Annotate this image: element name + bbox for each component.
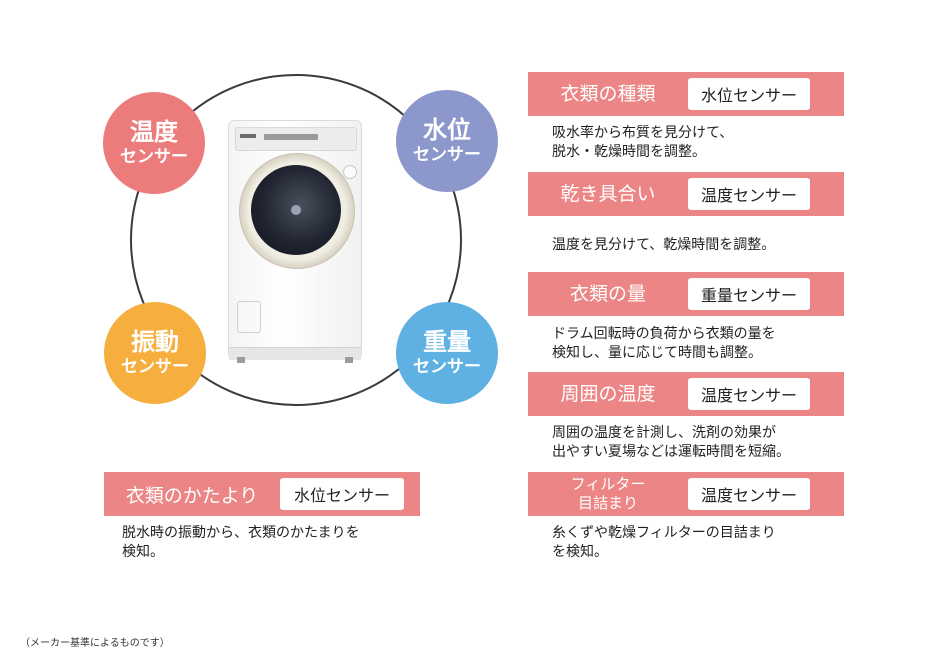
feature-title: 衣類の種類 <box>560 83 656 105</box>
sensor-chip: 温度センサー <box>688 478 810 510</box>
washer-foot <box>237 357 245 363</box>
water-sensor-bubble: 水位 センサー <box>396 90 498 192</box>
sensor-ring <box>130 74 462 406</box>
control-panel <box>235 127 357 151</box>
feature-title: 乾き具合い <box>560 183 656 205</box>
bubble-sublabel: センサー <box>121 357 189 377</box>
description-line: 周囲の温度を計測し、洗剤の効果が <box>552 425 776 441</box>
dial-knob <box>343 165 357 179</box>
washing-machine-image <box>228 120 362 363</box>
feature-bar-dryness: 乾き具合い 温度センサー <box>528 172 844 216</box>
bubble-label: 振動 <box>131 328 179 356</box>
description-line: 脱水時の振動から、衣類のかたまりを <box>122 525 360 541</box>
temperature-sensor-bubble: 温度 センサー <box>103 92 205 194</box>
bubble-sublabel: センサー <box>413 145 481 165</box>
display-panel <box>264 134 318 140</box>
sensor-chip: 水位センサー <box>688 78 810 110</box>
description-line: 検知し、量に応じて時間も調整。 <box>552 345 762 361</box>
feature-bar-imbalance: 衣類のかたより 水位センサー <box>104 472 420 516</box>
description-line: ドラム回転時の負荷から衣類の量を <box>552 326 776 342</box>
feature-title-line: フィルター <box>570 475 646 493</box>
feature-description: 温度を見分けて、乾燥時間を調整。 <box>552 236 852 255</box>
bubble-label: 水位 <box>423 116 471 144</box>
feature-bar-ambient-temp: 周囲の温度 温度センサー <box>528 372 844 416</box>
feature-bar-fabric-type: 衣類の種類 水位センサー <box>528 72 844 116</box>
feature-description: 糸くずや乾燥フィルターの目詰まり を検知。 <box>552 524 852 562</box>
feature-description: ドラム回転時の負荷から衣類の量を 検知し、量に応じて時間も調整。 <box>552 325 852 363</box>
weight-sensor-bubble: 重量 センサー <box>396 302 498 404</box>
feature-bar-load-amount: 衣類の量 重量センサー <box>528 272 844 316</box>
description-line: 糸くずや乾燥フィルターの目詰まり <box>552 525 776 541</box>
feature-title: 衣類のかたより <box>125 484 259 507</box>
feature-description: 脱水時の振動から、衣類のかたまりを 検知。 <box>122 524 422 562</box>
description-line: 検知。 <box>122 544 164 560</box>
sensor-chip: 温度センサー <box>688 178 810 210</box>
bubble-label: 重量 <box>423 328 471 356</box>
description-line: 出やすい夏場などは運転時間を短縮。 <box>552 444 790 460</box>
footnote: （メーカー基準によるものです） <box>20 638 170 649</box>
description-line: 温度を見分けて、乾燥時間を調整。 <box>552 237 776 253</box>
brand-logo <box>240 134 256 138</box>
description-line: 脱水・乾燥時間を調整。 <box>552 144 706 160</box>
washer-foot <box>345 357 353 363</box>
feature-description: 周囲の温度を計測し、洗剤の効果が 出やすい夏場などは運転時間を短縮。 <box>552 424 852 462</box>
feature-description: 吸水率から布質を見分けて、 脱水・乾燥時間を調整。 <box>552 124 852 162</box>
feature-title: 周囲の温度 <box>560 383 656 405</box>
vibration-sensor-bubble: 振動 センサー <box>104 302 206 404</box>
sensor-chip: 水位センサー <box>280 478 404 510</box>
sensor-chip: 重量センサー <box>688 278 810 310</box>
drum-emblem <box>291 205 301 215</box>
bubble-sublabel: センサー <box>413 357 481 377</box>
washer-base <box>229 347 361 360</box>
description-line: 吸水率から布質を見分けて、 <box>552 125 734 141</box>
description-line: を検知。 <box>552 544 608 560</box>
bubble-label: 温度 <box>130 118 178 146</box>
bubble-sublabel: センサー <box>120 147 188 167</box>
feature-title: 衣類の量 <box>569 283 646 305</box>
feature-title: フィルター 目詰まり <box>528 475 688 513</box>
sensor-chip: 温度センサー <box>688 378 810 410</box>
feature-bar-filter-clog: フィルター 目詰まり 温度センサー <box>528 472 844 516</box>
feature-title-line: 目詰まり <box>577 494 638 512</box>
filter-hatch <box>237 301 261 333</box>
